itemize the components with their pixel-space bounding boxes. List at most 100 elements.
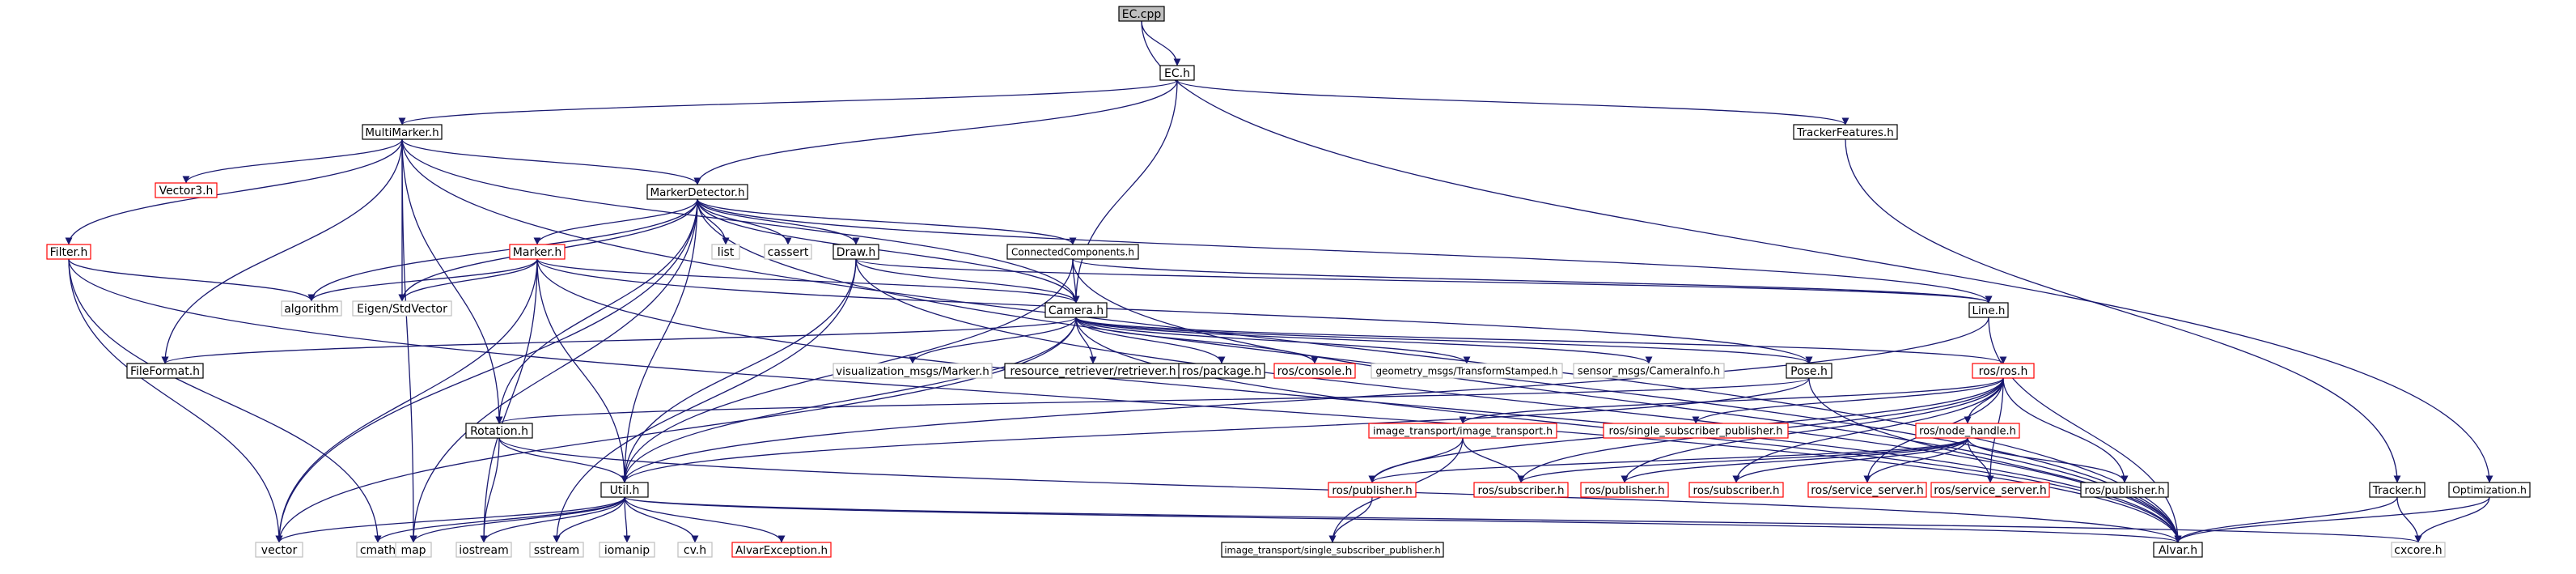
node-box[interactable] (646, 184, 748, 200)
node-cv-h[interactable]: cv.h (677, 542, 713, 558)
node-sstream[interactable]: sstream (529, 542, 584, 558)
node-box[interactable] (1968, 302, 2009, 318)
node-box[interactable] (677, 542, 713, 558)
node-box[interactable] (529, 542, 584, 558)
node-cmath[interactable]: cmath (356, 542, 400, 558)
node-trackerfeatures-h[interactable]: TrackerFeatures.h (1793, 124, 1898, 140)
node-box[interactable] (1580, 482, 1669, 498)
node-box[interactable] (1044, 302, 1108, 318)
node-fileformat-h[interactable]: FileFormat.h (126, 363, 204, 379)
node-box[interactable] (362, 124, 443, 140)
node-list[interactable]: list (711, 244, 740, 260)
node-box[interactable] (2448, 482, 2531, 498)
node-it-image-transport-h[interactable]: image_transport/image_transport.h (1368, 423, 1557, 439)
node-box[interactable] (2153, 542, 2203, 558)
node-box[interactable] (1178, 363, 1265, 379)
node-iomanip[interactable]: iomanip (599, 542, 655, 558)
node-ros-package-h[interactable]: ros/package.h (1178, 363, 1265, 379)
node-sensor-caminfo-h[interactable]: sensor_msgs/CameraInfo.h (1573, 363, 1725, 379)
node-ec-cpp[interactable]: EC.cpp (1118, 6, 1165, 22)
node-ros-node-handle-h[interactable]: ros/node_handle.h (1915, 423, 2020, 439)
node-box[interactable] (1328, 482, 1417, 498)
node-box[interactable] (1159, 65, 1195, 81)
node-box[interactable] (126, 363, 204, 379)
node-box[interactable] (600, 482, 649, 498)
node-ros-publisher-c[interactable]: ros/publisher.h (2080, 482, 2169, 498)
node-box[interactable] (352, 300, 452, 317)
node-box[interactable] (509, 244, 566, 260)
node-ros-service-server-a[interactable]: ros/service_server.h (1807, 482, 1927, 498)
node-iostream[interactable]: iostream (455, 542, 512, 558)
node-box[interactable] (1118, 6, 1165, 22)
node-connectedcomponents-h[interactable]: ConnectedComponents.h (1006, 244, 1139, 260)
node-box[interactable] (46, 244, 91, 260)
node-geom-tf-h[interactable]: geometry_msgs/TransformStamped.h (1371, 363, 1563, 379)
node-vector3-h[interactable]: Vector3.h (155, 182, 218, 198)
node-tracker-h[interactable]: Tracker.h (2369, 482, 2426, 498)
node-eigen-stdvector[interactable]: Eigen/StdVector (352, 300, 452, 317)
node-alvarexception-h[interactable]: AlvarException.h (731, 542, 832, 558)
node-filter-h[interactable]: Filter.h (46, 244, 91, 260)
node-box[interactable] (255, 542, 303, 558)
node-optimization-h[interactable]: Optimization.h (2448, 482, 2531, 498)
node-box[interactable] (1473, 482, 1569, 498)
node-cxcore-h[interactable]: cxcore.h (2391, 542, 2446, 558)
node-ros-ssp-h[interactable]: ros/single_subscriber_publisher.h (1603, 423, 1789, 439)
node-ros-publisher-a[interactable]: ros/publisher.h (1328, 482, 1417, 498)
node-it-ssp-h[interactable]: image_transport/single_subscriber_publis… (1221, 542, 1444, 558)
node-box[interactable] (599, 542, 655, 558)
node-box[interactable] (1006, 244, 1139, 260)
node-box[interactable] (155, 182, 218, 198)
node-rotation-h[interactable]: Rotation.h (465, 423, 533, 439)
node-multimarker-h[interactable]: MultiMarker.h (362, 124, 443, 140)
node-box[interactable] (1368, 423, 1557, 439)
node-box[interactable] (1786, 363, 1832, 379)
node-ros-subscriber-a[interactable]: ros/subscriber.h (1473, 482, 1569, 498)
node-ros-ros-h[interactable]: ros/ros.h (1972, 363, 2035, 379)
node-resource-retriever-h[interactable]: resource_retriever/retriever.h (1004, 363, 1182, 379)
node-box[interactable] (1273, 363, 1356, 379)
node-box[interactable] (2080, 482, 2169, 498)
node-vector[interactable]: vector (255, 542, 303, 558)
node-box[interactable] (2391, 542, 2446, 558)
node-box[interactable] (1972, 363, 2035, 379)
node-box[interactable] (833, 363, 993, 379)
node-pose-h[interactable]: Pose.h (1786, 363, 1832, 379)
node-camera-h[interactable]: Camera.h (1044, 302, 1108, 318)
node-box[interactable] (1688, 482, 1784, 498)
node-box[interactable] (1603, 423, 1789, 439)
node-box[interactable] (281, 300, 342, 317)
node-box[interactable] (764, 244, 812, 260)
node-box[interactable] (731, 542, 832, 558)
node-line-h[interactable]: Line.h (1968, 302, 2009, 318)
node-draw-h[interactable]: Draw.h (833, 244, 879, 260)
node-ec-h[interactable]: EC.h (1159, 65, 1195, 81)
node-util-h[interactable]: Util.h (600, 482, 649, 498)
node-ros-console-h[interactable]: ros/console.h (1273, 363, 1356, 379)
node-box[interactable] (1793, 124, 1898, 140)
node-box[interactable] (833, 244, 879, 260)
node-alvar-h[interactable]: Alvar.h (2153, 542, 2203, 558)
node-ros-publisher-b[interactable]: ros/publisher.h (1580, 482, 1669, 498)
node-ros-service-server-b[interactable]: ros/service_server.h (1930, 482, 2050, 498)
node-map[interactable]: map (395, 542, 432, 558)
node-vis-marker-h[interactable]: visualization_msgs/Marker.h (833, 363, 993, 379)
node-box[interactable] (1221, 542, 1444, 558)
node-box[interactable] (465, 423, 533, 439)
node-algorithm[interactable]: algorithm (281, 300, 342, 317)
node-box[interactable] (1915, 423, 2020, 439)
edge-util_h-to-cxcore_h (624, 496, 2421, 543)
node-box[interactable] (2369, 482, 2426, 498)
node-markerdetector-h[interactable]: MarkerDetector.h (646, 184, 748, 200)
node-box[interactable] (1930, 482, 2050, 498)
node-marker-h[interactable]: Marker.h (509, 244, 566, 260)
node-box[interactable] (395, 542, 432, 558)
node-box[interactable] (455, 542, 512, 558)
node-ros-subscriber-b[interactable]: ros/subscriber.h (1688, 482, 1784, 498)
node-cassert[interactable]: cassert (764, 244, 812, 260)
node-box[interactable] (1371, 363, 1563, 379)
node-box[interactable] (1573, 363, 1725, 379)
edge-camera_h-to-fileformat_h (161, 317, 1077, 364)
node-box[interactable] (1807, 482, 1927, 498)
node-box[interactable] (711, 244, 740, 260)
